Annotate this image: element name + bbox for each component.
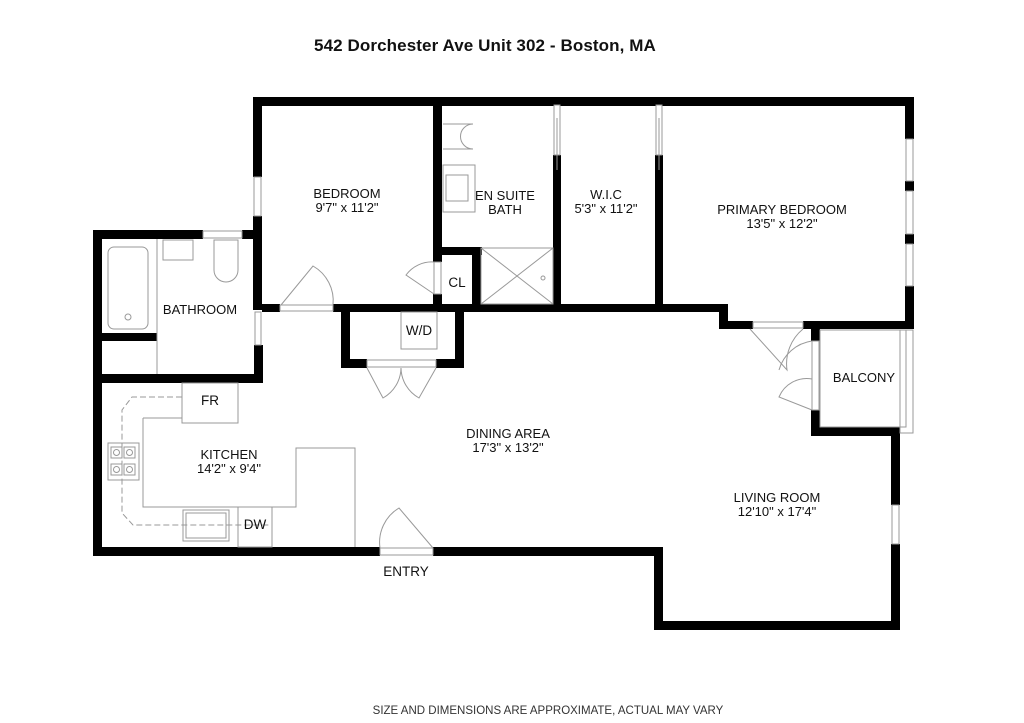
dishwasher-label: DW	[243, 517, 267, 532]
room-name: LIVING ROOM	[733, 490, 821, 505]
room-name: KITCHEN	[200, 447, 258, 462]
room-balcony: BALCONY	[833, 371, 895, 385]
disclaimer: SIZE AND DIMENSIONS ARE APPROXIMATE, ACT…	[0, 705, 1024, 717]
room-en-suite-bath: EN SUITE BATH	[475, 189, 535, 217]
windows	[202, 104, 914, 545]
room-name: BEDROOM	[313, 186, 381, 201]
room-dims: 12'10" x 17'4"	[737, 504, 817, 519]
room-name: W.I.C	[590, 187, 622, 202]
fridge-label: FR	[201, 393, 219, 408]
room-primary-bedroom: PRIMARY BEDROOM 13'5" x 12'2"	[717, 203, 847, 231]
room-dims: 17'3" x 13'2"	[472, 440, 544, 455]
room-dims: 5'3" x 11'2"	[574, 201, 638, 216]
closet-label: CL	[448, 275, 466, 290]
walls	[93, 97, 914, 630]
room-name: PRIMARY BEDROOM	[717, 202, 847, 217]
room-dims: 9'7" x 11'2"	[315, 200, 379, 215]
room-wic: W.I.C 5'3" x 11'2"	[574, 188, 637, 216]
entry-label: ENTRY	[383, 564, 429, 579]
washer-dryer-label: W/D	[405, 323, 433, 338]
floor-plan-title: 542 Dorchester Ave Unit 302 - Boston, MA	[0, 36, 1024, 56]
room-dining-area: DINING AREA 17'3" x 13'2"	[466, 427, 550, 455]
room-name: DINING AREA	[466, 426, 550, 441]
room-dims: 13'5" x 12'2"	[746, 216, 818, 231]
room-bathroom: BATHROOM	[163, 303, 237, 317]
fixtures	[107, 123, 914, 556]
room-name-line2: BATH	[488, 202, 522, 217]
title-text: 542 Dorchester Ave Unit 302 - Boston, MA	[314, 36, 656, 55]
disclaimer-text: SIZE AND DIMENSIONS ARE APPROXIMATE, ACT…	[372, 705, 724, 717]
room-living-room: LIVING ROOM 12'10" x 17'4"	[734, 491, 821, 519]
room-bedroom: BEDROOM 9'7" x 11'2"	[313, 187, 380, 215]
room-dims: 14'2" x 9'4"	[196, 461, 262, 476]
room-name: BALCONY	[832, 370, 896, 385]
room-kitchen: KITCHEN 14'2" x 9'4"	[197, 448, 261, 476]
room-name: BATHROOM	[162, 302, 238, 317]
room-name: EN SUITE	[475, 188, 535, 203]
